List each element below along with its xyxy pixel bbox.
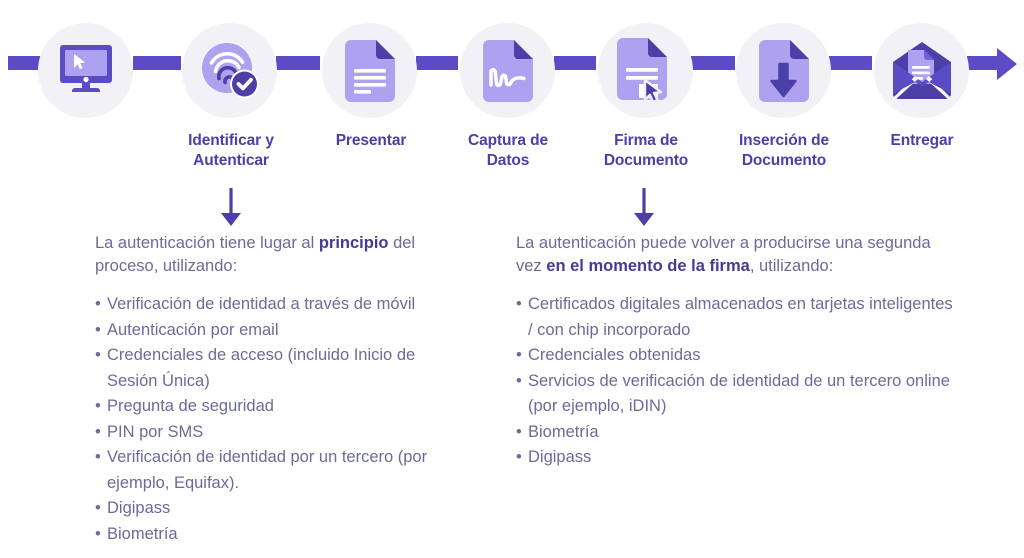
connector-bar (276, 56, 320, 70)
list-item: Biometría (516, 420, 958, 446)
arrow-down-icon-right (632, 188, 656, 231)
flow-step-document-insertion[interactable] (736, 23, 831, 118)
intro-bold: principio (318, 234, 389, 252)
flow-label-identify: Identificar y Autenticar (160, 131, 302, 171)
connector-bar (554, 56, 596, 70)
connector-bar (416, 56, 458, 70)
intro-bold: en el momento de la firma (546, 257, 750, 275)
flow-label-line: Documento (603, 152, 689, 169)
callout-left-intro: La autenticación tiene lugar al principi… (95, 232, 467, 278)
intro-after: del proceso, utilizando: (95, 234, 416, 275)
callout-right: La autenticación puede volver a producir… (516, 232, 958, 471)
intro-after: , utilizando: (749, 257, 834, 275)
flow-label-line: Captura de (468, 132, 548, 149)
flow-step-identify[interactable] (182, 23, 277, 118)
arrow-right-icon (975, 48, 1017, 85)
flow-step-deliver[interactable] (874, 23, 969, 118)
list-item: Verificación de identidad a través de mó… (95, 292, 467, 318)
flow-step-data-capture[interactable] (460, 23, 555, 118)
document-signature-icon (460, 23, 555, 118)
list-item: Servicios de verificación de identidad d… (516, 369, 958, 420)
monitor-cursor-icon (38, 23, 133, 118)
connector-bar (133, 56, 181, 70)
flow-label-line: Datos (486, 152, 530, 169)
flow-label-deliver: Entregar (851, 131, 993, 151)
document-sign-cursor-icon (598, 23, 693, 118)
callout-left-list: Verificación de identidad a través de mó… (95, 292, 467, 547)
process-flow (0, 0, 1024, 125)
intro-before: La autenticación tiene lugar al (95, 234, 319, 252)
callout-left: La autenticación tiene lugar al principi… (95, 232, 467, 547)
list-item: Digipass (95, 496, 467, 522)
flow-step-present[interactable] (322, 23, 417, 118)
flow-label-present: Presentar (300, 131, 442, 151)
list-item: PIN por SMS (95, 420, 467, 446)
envelope-open-document-icon (874, 23, 969, 118)
list-item: Digipass (516, 445, 958, 471)
connector-bar (829, 56, 872, 70)
flow-label-line: Firma de (614, 132, 678, 149)
list-item: Autenticación por email (95, 318, 467, 344)
intro-before: La autenticación puede volver a producir… (516, 234, 931, 275)
callout-right-intro: La autenticación puede volver a producir… (516, 232, 958, 278)
list-item: Pregunta de seguridad (95, 394, 467, 420)
flow-label-line: Inserción de (738, 132, 830, 149)
list-item: Certificados digitales almacenados en ta… (516, 292, 958, 343)
callout-right-list: Certificados digitales almacenados en ta… (516, 292, 958, 471)
document-lines-icon (322, 23, 417, 118)
flow-label-line: Documento (741, 152, 827, 169)
flow-label-document-signature: Firma de Documento (575, 131, 717, 171)
flow-step-document-signature[interactable] (598, 23, 693, 118)
arrow-down-icon-left (219, 188, 243, 231)
document-download-icon (736, 23, 831, 118)
list-item: Verificación de identidad por un tercero… (95, 445, 467, 496)
flow-label-line: Entregar (890, 132, 954, 149)
list-item: Biometría (95, 522, 467, 548)
flow-label-line: Identificar y (188, 132, 274, 149)
list-item: Credenciales de acceso (incluido Inicio … (95, 343, 467, 394)
list-item: Credenciales obtenidas (516, 343, 958, 369)
flow-step-start[interactable] (38, 23, 133, 118)
fingerprint-verified-icon (182, 23, 277, 118)
flow-label-line: Presentar (335, 132, 407, 149)
flow-label-data-capture: Captura de Datos (437, 131, 579, 171)
flow-label-document-insertion: Inserción de Documento (706, 131, 862, 171)
connector-bar (691, 56, 735, 70)
flow-label-line: Autenticar (193, 152, 269, 169)
